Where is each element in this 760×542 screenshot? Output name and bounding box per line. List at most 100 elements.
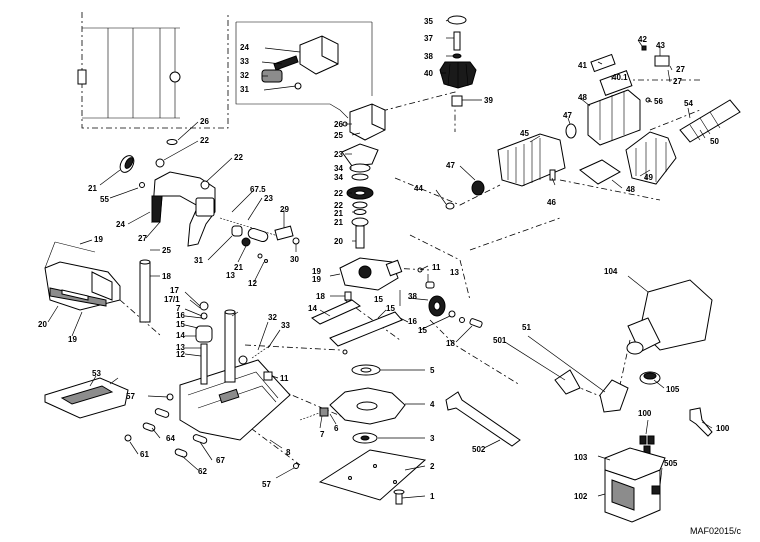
knob-21 [119, 155, 135, 173]
label-12-b: 12 [176, 350, 185, 359]
screw-31 [231, 225, 268, 263]
label-4: 4 [430, 400, 435, 409]
label-49: 31 [240, 85, 249, 94]
label-101: 61 [140, 450, 149, 459]
small-washers [139, 139, 178, 188]
cap-54-58 [439, 15, 477, 107]
label-41: 20 [334, 237, 343, 246]
label-5: 5 [430, 366, 435, 375]
label-13-b: 13 [176, 343, 185, 352]
label-26-x: 26 [200, 117, 209, 126]
label-54: 35 [424, 17, 433, 26]
label-48-a: 26 [334, 120, 343, 129]
label-29: 29 [280, 205, 289, 214]
label-595-1: 505 [664, 459, 678, 468]
label-17-1: 17/1 [164, 295, 180, 304]
label-48-b: 27 [673, 77, 682, 86]
label-15-x: 15 [418, 326, 427, 335]
label-25-x: 25 [162, 246, 171, 255]
label-505: 102 [574, 492, 588, 501]
label-34-b: 15 [386, 304, 395, 313]
gear-38 [417, 267, 483, 328]
label-7-b: 7 [176, 304, 181, 313]
flange-5 [351, 364, 381, 376]
ring-68 [565, 123, 577, 139]
label-81: 56 [654, 97, 663, 106]
label-105: 67.5 [250, 185, 266, 194]
label-1: 1 [430, 492, 435, 501]
extra-labels: 26 25 19 20 19 13 32 33 38 15 18 [38, 117, 455, 348]
flange-3 [352, 432, 378, 444]
label-32-x: 32 [268, 313, 277, 322]
cover-plate-2 [318, 449, 427, 501]
part-labels: 24 33 32 31 26 25 23 34 34 22 22 21 21 2… [88, 17, 742, 536]
label-21-a: 21 [88, 184, 97, 193]
label-40: 19 [312, 267, 321, 276]
label-21-b: 21 [234, 263, 243, 272]
label-47-a: 24 [240, 43, 249, 52]
label-100-b: 57 [126, 392, 135, 401]
label-23: 23 [264, 194, 273, 203]
label-70: 48 [578, 93, 587, 102]
label-20-x: 20 [38, 320, 47, 329]
label-16: 16 [176, 311, 185, 320]
label-511: 105 [666, 385, 680, 394]
label-34-a: 14 [308, 304, 317, 313]
dust-bag-510 [626, 279, 713, 355]
label-8: 8 [286, 448, 291, 457]
spanner-513 [445, 391, 521, 447]
adapter-75 [599, 371, 661, 413]
label-24: 24 [116, 220, 125, 229]
label-57: 39 [484, 96, 493, 105]
label-512: 501 [493, 336, 507, 345]
label-102: 62 [198, 467, 207, 476]
key-501 [689, 407, 713, 437]
label-18-x: 18 [446, 339, 455, 348]
label-39: 18 [316, 292, 325, 301]
armature-67 [445, 133, 566, 210]
label-55: 37 [424, 34, 433, 43]
label-62: 43 [656, 41, 665, 50]
gear-housing-47 [342, 103, 386, 141]
label-51: 33 [240, 57, 249, 66]
label-73: 50 [710, 137, 719, 146]
label-75: 51 [522, 323, 531, 332]
label-27: 27 [138, 234, 147, 243]
blade-4 [329, 387, 406, 425]
label-47-b: 25 [334, 131, 343, 140]
label-77: 53 [92, 369, 101, 378]
leader-lines [47, 19, 713, 499]
terminal-71 [549, 159, 621, 185]
gasket-46 [341, 143, 379, 167]
label-19-x1: 19 [94, 235, 103, 244]
label-104: 67 [216, 456, 225, 465]
label-46: 23 [334, 150, 343, 159]
label-19-x2: 19 [68, 335, 77, 344]
gear-housing-40 [339, 257, 403, 301]
label-2: 2 [430, 462, 435, 471]
label-100-a: 57 [262, 480, 271, 489]
bracket-29 [274, 225, 300, 245]
label-42: 21 [334, 218, 343, 227]
label-44: 22 [334, 201, 343, 210]
label-72: 49 [644, 173, 653, 182]
label-33-x: 33 [281, 321, 290, 330]
cable-73 [679, 99, 741, 143]
label-22-a: 22 [200, 136, 209, 145]
label-103: 64 [166, 434, 175, 443]
label-3: 3 [430, 434, 435, 443]
wiring-diagram [77, 12, 229, 129]
label-12-a: 11 [432, 263, 441, 272]
label-40-1: 19 [312, 275, 321, 284]
label-510: 104 [604, 267, 618, 276]
label-68-a: 47 [563, 111, 572, 120]
screw-7 [299, 407, 329, 421]
angle-fence [44, 241, 121, 311]
label-11: 11 [280, 374, 289, 383]
label-45: 22 [334, 189, 343, 198]
label-15-b: 15 [176, 320, 185, 329]
label-53: 34 [334, 164, 343, 173]
label-502: 100 [638, 409, 652, 418]
rod-18 [139, 259, 151, 323]
label-31: 31 [194, 256, 203, 265]
